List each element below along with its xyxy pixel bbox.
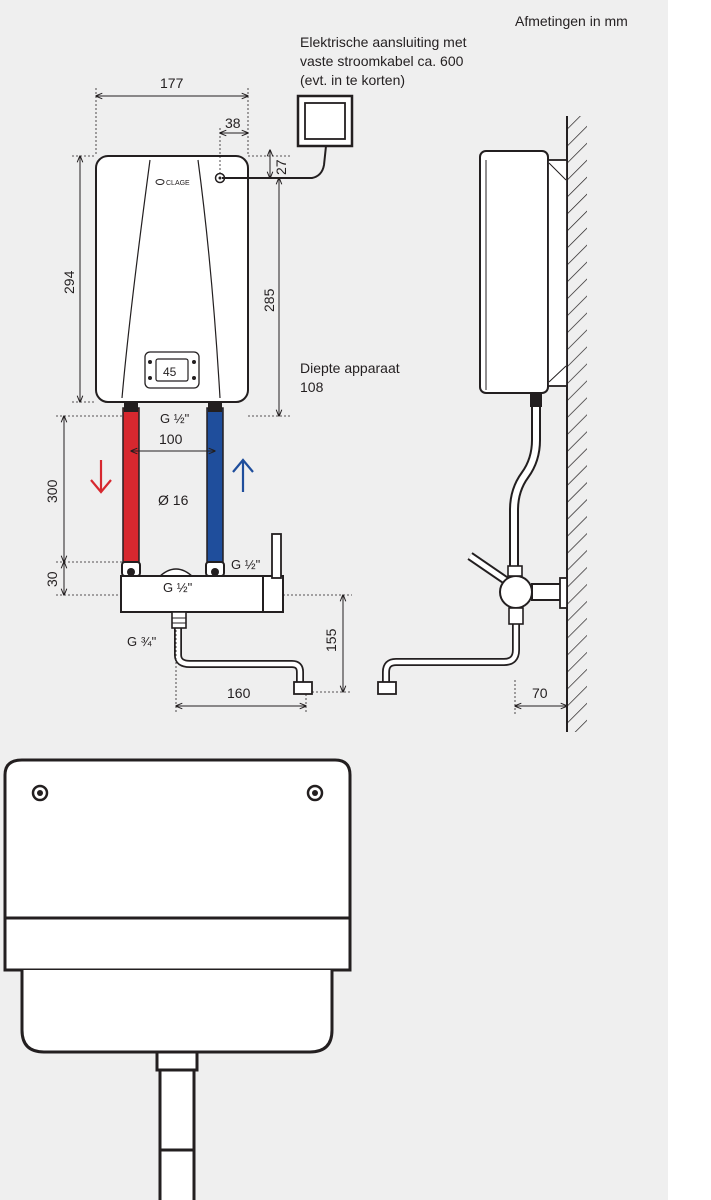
dim-wall-distance: 70	[532, 685, 548, 701]
dim-height: 294	[61, 270, 77, 294]
cold-water-pipe	[206, 407, 224, 569]
heater-front-view: CLAGE 45	[95, 155, 249, 403]
dim-offset-top: 38	[225, 115, 241, 131]
dimension-lines	[56, 88, 567, 714]
cold-flow-arrow	[232, 458, 254, 492]
units-note: Afmetingen in mm	[515, 13, 628, 29]
depth-label: Diepte apparaat	[300, 360, 400, 376]
wall-hatch	[567, 116, 587, 732]
dim-top-gap: 27	[273, 159, 289, 175]
control-panel: 45	[144, 351, 200, 389]
mixer-valve-front	[120, 533, 313, 695]
power-cable	[222, 145, 327, 179]
hot-flow-arrow	[90, 460, 112, 494]
svg-text:CLAGE: CLAGE	[166, 180, 190, 187]
brand-logo: CLAGE	[155, 179, 190, 187]
thread-spout: G ¾"	[127, 634, 157, 649]
power-connection-line-2: vaste stroomkabel ca. 600	[300, 53, 464, 69]
dim-spout-reach: 160	[227, 685, 251, 701]
dim-connection-height: 285	[261, 288, 277, 312]
thread-outlet-right: G ½"	[231, 557, 261, 572]
dim-pipe-length: 300	[44, 479, 60, 503]
display-value: 45	[163, 365, 177, 379]
depth-value: 108	[300, 379, 324, 395]
thread-outlet-left: G ½"	[160, 411, 190, 426]
bottom-detail-view	[3, 758, 352, 1200]
pipes	[121, 402, 225, 577]
power-connection-line-3: (evt. in te korten)	[300, 72, 405, 88]
hot-water-pipe	[122, 407, 140, 569]
dim-pipe-spacing: 100	[159, 431, 183, 447]
dim-fitting-height: 30	[44, 571, 60, 587]
thread-mixer: G ½"	[163, 580, 193, 595]
wall-socket	[296, 94, 354, 148]
dim-width: 177	[160, 75, 184, 91]
dim-spout-height: 155	[323, 628, 339, 652]
dim-pipe-diameter: Ø 16	[158, 492, 189, 508]
power-connection-line-1: Elektrische aansluiting met	[300, 34, 467, 50]
heater-side-view	[377, 116, 587, 732]
